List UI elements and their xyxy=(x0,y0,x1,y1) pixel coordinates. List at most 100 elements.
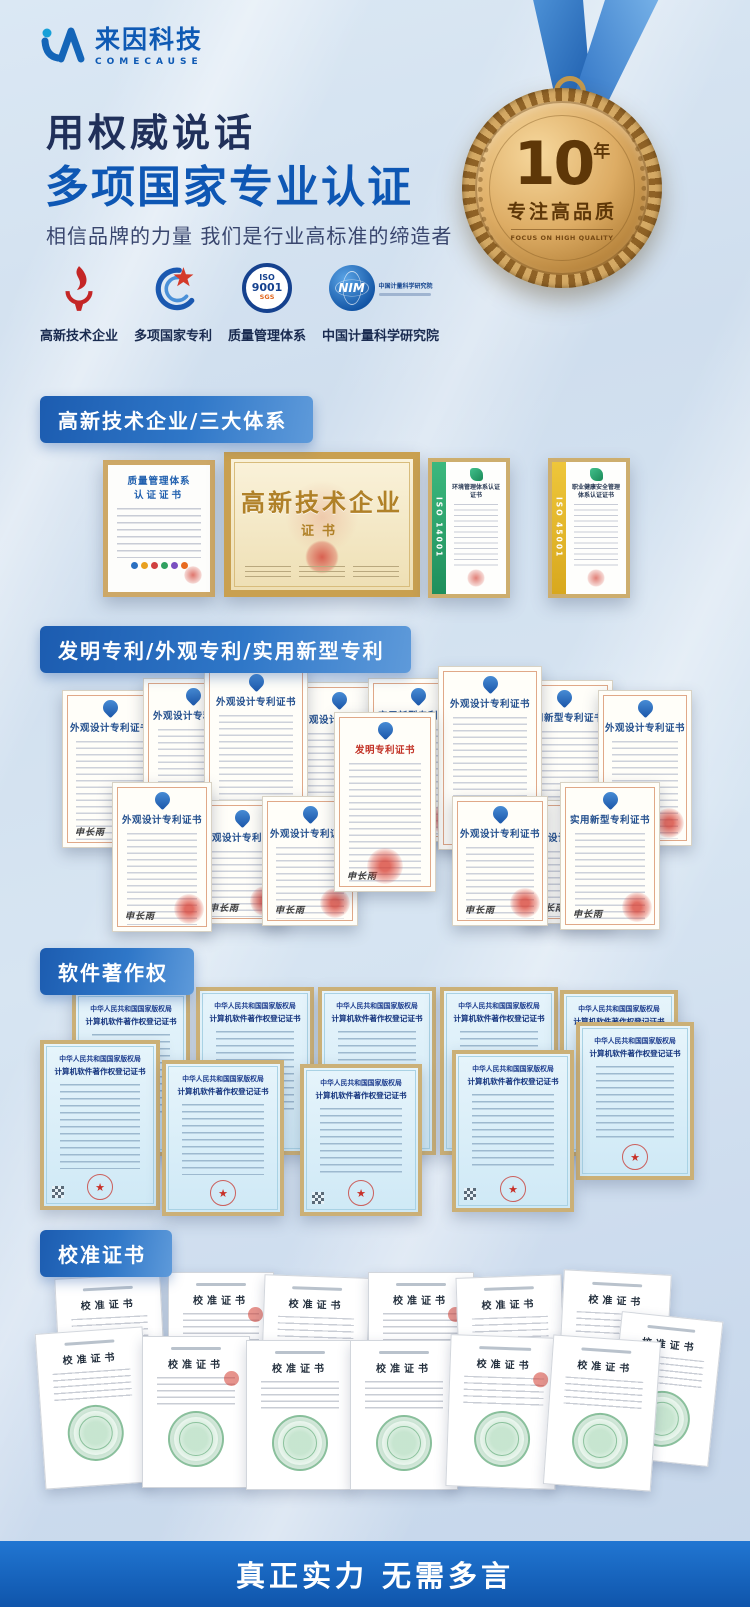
patent-certificate: 外观设计专利证书 申长雨 xyxy=(112,782,212,932)
red-seal-icon xyxy=(270,812,300,842)
certificate-text-placeholder xyxy=(612,741,678,839)
certificate-text-placeholder xyxy=(117,508,201,558)
calibration-certificate-title: 校准证书 xyxy=(588,1294,645,1309)
certificate-header-placeholder xyxy=(479,1346,532,1351)
certificate-text-placeholder xyxy=(183,1313,259,1343)
accreditation-logos-row xyxy=(108,562,210,569)
certificate-text-placeholder xyxy=(216,1031,294,1114)
patent-certificate-title: 外观设计专利证书 xyxy=(69,723,150,734)
badge-label: 高新技术企业 xyxy=(40,329,119,344)
certificate-iso14001: ISO 14001 环境管理体系认证证书 xyxy=(428,458,510,598)
badge-label: 中国计量科学研究院 xyxy=(322,329,440,344)
red-seal-icon xyxy=(587,569,605,587)
iso-number: 9001 xyxy=(251,281,283,295)
cma-green-seal-icon xyxy=(631,1388,693,1450)
red-seal-icon xyxy=(532,1372,549,1388)
calibration-certificate-title: 校准证书 xyxy=(168,1360,224,1371)
red-seal-icon xyxy=(350,806,380,836)
laurel-left-icon xyxy=(478,122,547,254)
patent-certificate-title: 外观设计专利证书 xyxy=(269,829,350,840)
patent-certificate-title: 实用新型专利证书 xyxy=(569,815,650,826)
hero-subtitle: 多项国家专业认证 xyxy=(45,162,413,213)
qr-code-icon xyxy=(312,1192,324,1204)
red-seal-icon xyxy=(250,886,280,916)
patent-certificate-title: 外观设计专利证书 xyxy=(605,723,686,734)
brand-name: 来因科技 xyxy=(95,25,204,54)
calibration-certificate: 校准证书 xyxy=(556,1269,672,1423)
red-seal-icon xyxy=(654,808,684,838)
signature: 申长雨 xyxy=(573,910,604,920)
calibration-certificate-title: 校准证书 xyxy=(481,1299,538,1313)
software-certificate-title: 计算机软件著作权登记证书 xyxy=(467,1077,559,1086)
certificate-header-placeholder xyxy=(484,1286,534,1291)
patent-office-icon xyxy=(148,260,198,316)
red-seal-icon xyxy=(174,894,204,924)
certificate-text-placeholder xyxy=(261,1381,339,1411)
certifier-logo-icon xyxy=(469,468,483,481)
certificate-text-placeholder xyxy=(157,729,229,837)
red-seal-icon xyxy=(205,806,235,836)
patent-emblem-icon xyxy=(599,788,621,811)
software-certificate-title: 计算机软件著作权登记证书 xyxy=(54,1067,146,1076)
signature: 申长雨 xyxy=(611,826,642,836)
star-seal-icon: ★ xyxy=(364,1119,390,1145)
medal-years-unit: 年 xyxy=(593,142,611,162)
software-certificate-title: 计算机软件著作权登记证书 xyxy=(209,1014,301,1023)
calibration-certificate: 校准证书 xyxy=(54,1273,168,1425)
signature: 申长雨 xyxy=(451,830,482,840)
iso14001-band: ISO 14001 xyxy=(432,462,446,594)
patent-certificate-title: 外观设计专利证书 xyxy=(202,833,283,844)
patent-emblem-icon xyxy=(557,806,579,829)
certificate-header-placeholder xyxy=(83,1285,133,1292)
software-copyright-certificate: 中华人民共和国国家版权局 计算机软件著作权登记证书 ★ xyxy=(300,1064,422,1216)
software-certificate-title: 计算机软件著作权登记证书 xyxy=(177,1087,269,1096)
certificate-text-placeholder xyxy=(629,1353,705,1391)
signature: 申长雨 xyxy=(303,824,334,834)
red-seal-icon xyxy=(467,569,485,587)
brand-logo-icon xyxy=(40,26,86,68)
certificate-text-placeholder xyxy=(157,1377,235,1407)
star-seal-icon: ★ xyxy=(348,1180,374,1206)
copyright-authority: 中华人民共和国国家版权局 xyxy=(594,1037,676,1045)
calibration-certificate-title: 校准证书 xyxy=(476,1359,533,1373)
patent-certificate-title: 实用新型专利证书 xyxy=(523,713,604,724)
certificate-text-placeholder xyxy=(580,1034,658,1115)
certificate-text-placeholder xyxy=(453,504,499,566)
footer-banner: 真正实力 无需多言 xyxy=(0,1541,750,1607)
calibration-certificate: 校准证书 xyxy=(168,1272,274,1420)
patent-certificate: 实用新型专利证书 申长雨 xyxy=(368,678,468,842)
certificate-text-placeholder xyxy=(575,1311,655,1346)
certificate-text-placeholder xyxy=(348,763,422,885)
cma-green-seal-icon xyxy=(193,1347,249,1403)
patent-certificate-title: 外观设计专利证书 xyxy=(459,829,540,840)
signature: 申长雨 xyxy=(535,904,566,914)
certificate-header-placeholder xyxy=(64,1339,115,1346)
software-copyright-certificate: 中华人民共和国国家版权局 计算机软件著作权登记证书 ★ xyxy=(318,987,436,1155)
brand-subtitle: COMECAUSE xyxy=(95,56,203,67)
certificate-high-tech-enterprise: 高新技术企业 证书 xyxy=(224,452,420,597)
calibration-certificate: 校准证书 xyxy=(142,1336,250,1488)
software-copyright-certificate: 中华人民共和国国家版权局 计算机软件著作权登记证书 ★ xyxy=(72,990,190,1156)
section-title-calibration: 校准证书 xyxy=(40,1230,172,1277)
signature: 申长雨 xyxy=(528,822,559,832)
calibration-certificate: 校准证书 xyxy=(259,1274,371,1424)
calibration-certificate-title: 校准证书 xyxy=(193,1296,249,1307)
software-copyright-certificate: 中华人民共和国国家版权局 计算机软件著作权登记证书 ★ xyxy=(452,1050,574,1212)
iso-label: ISO xyxy=(259,273,275,283)
calibration-certificate: 校准证书 xyxy=(350,1340,458,1490)
sgs-label: SGS xyxy=(259,293,275,302)
patent-certificate-title: 外观设计专利证书 xyxy=(215,697,296,708)
software-certificate-title: 计算机软件著作权登记证书 xyxy=(315,1091,407,1100)
certificate-text-placeholder xyxy=(472,1315,549,1349)
patent-certificate: 发明专利证书 申长雨 xyxy=(334,712,436,892)
signature: 申长雨 xyxy=(217,830,248,840)
certificate-text-placeholder xyxy=(304,733,374,837)
brand-text: 来因科技 COMECAUSE xyxy=(95,26,203,67)
calibration-certificate-title: 校准证书 xyxy=(641,1337,698,1355)
badge-label: 多项国家专利 xyxy=(134,329,213,344)
patent-certificate: 外观设计专利证书 申长雨 xyxy=(143,678,243,844)
cma-green-seal-icon xyxy=(65,1403,126,1463)
patent-emblem-icon xyxy=(182,684,204,707)
patent-emblem-icon xyxy=(328,688,350,711)
